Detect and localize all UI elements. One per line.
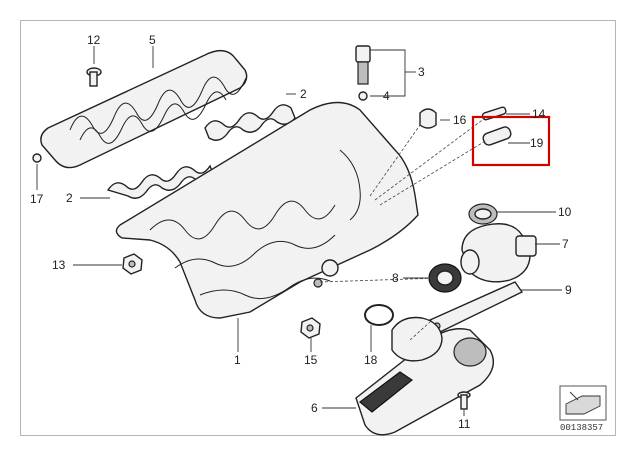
rod-14[interactable] bbox=[481, 106, 507, 121]
callout-14: 14 bbox=[532, 107, 546, 121]
callout-5: 5 bbox=[149, 33, 156, 47]
clip-17[interactable] bbox=[32, 153, 42, 163]
callout-19: 19 bbox=[530, 136, 544, 150]
intake-manifold[interactable] bbox=[115, 101, 419, 319]
callout-6: 6 bbox=[311, 401, 318, 415]
callout-11: 11 bbox=[458, 417, 471, 431]
gasket-set-lower[interactable] bbox=[106, 164, 215, 199]
callout-16: 16 bbox=[453, 113, 467, 127]
callout-2-upper: 2 bbox=[300, 87, 307, 101]
callout-8: 8 bbox=[392, 271, 399, 285]
highlight-box bbox=[471, 115, 551, 167]
nut-15[interactable] bbox=[300, 317, 321, 339]
projection-lines bbox=[319, 117, 488, 341]
screw-12[interactable] bbox=[86, 67, 102, 87]
seal-ring-10[interactable] bbox=[468, 203, 498, 225]
callout-2-lower: 2 bbox=[66, 191, 73, 205]
gasket-set-upper[interactable] bbox=[204, 104, 296, 141]
callout-12: 12 bbox=[87, 33, 101, 47]
diagram-frame bbox=[20, 20, 616, 436]
throttle-housing-6[interactable] bbox=[355, 316, 494, 436]
leader-lines bbox=[36, 46, 562, 416]
idle-valve-7[interactable] bbox=[460, 223, 537, 283]
document-id: 00138357 bbox=[560, 423, 603, 433]
callout-3: 3 bbox=[418, 65, 425, 79]
clip-4[interactable] bbox=[358, 91, 368, 101]
callout-18: 18 bbox=[364, 353, 378, 367]
callout-13: 13 bbox=[52, 258, 66, 272]
nut-13[interactable] bbox=[122, 253, 143, 275]
sleeve-19[interactable] bbox=[482, 126, 512, 147]
reference-thumbnail bbox=[559, 385, 607, 421]
rubber-sleeve-8[interactable] bbox=[428, 263, 462, 293]
injector-cover[interactable] bbox=[40, 50, 248, 169]
callout-10: 10 bbox=[558, 205, 572, 219]
o-ring-18[interactable] bbox=[364, 304, 394, 326]
callout-15: 15 bbox=[304, 353, 318, 367]
callout-9: 9 bbox=[565, 283, 572, 297]
sensor-3[interactable] bbox=[355, 45, 371, 85]
callout-1: 1 bbox=[234, 353, 241, 367]
screw-11[interactable] bbox=[457, 391, 471, 410]
callout-7: 7 bbox=[562, 237, 569, 251]
callout-17: 17 bbox=[30, 192, 44, 206]
callout-4: 4 bbox=[383, 89, 390, 103]
cap-16[interactable] bbox=[419, 108, 437, 129]
